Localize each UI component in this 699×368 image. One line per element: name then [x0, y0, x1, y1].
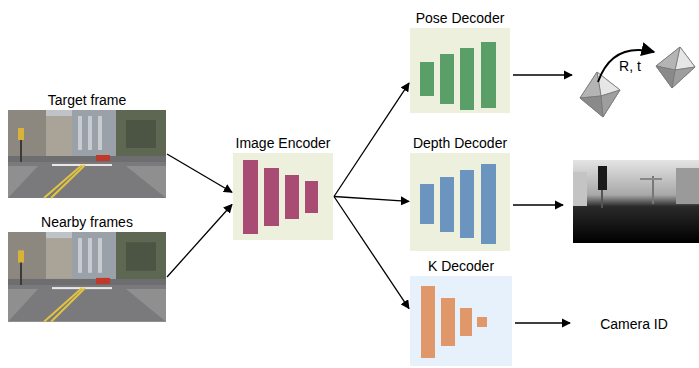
node-heading: K Decoder: [428, 258, 494, 275]
pose-panel: [410, 28, 510, 113]
pose-layers: [420, 42, 496, 110]
flow-arrow: [334, 197, 409, 202]
output-arrows: [513, 75, 572, 323]
node-heading: Target frame: [48, 92, 127, 109]
decoder-box: Pose Decoder: [410, 28, 510, 113]
encoder-panel: [233, 153, 333, 240]
flow-arrow: [167, 154, 232, 192]
photo-frame: Target frame: [8, 110, 166, 198]
rotation-arrow: [598, 50, 654, 82]
decoder-box: K Decoder: [410, 276, 512, 366]
k-panel: [410, 276, 512, 366]
node-heading: Pose Decoder: [416, 10, 505, 27]
depth-map: [573, 160, 699, 243]
pose-cube-b: [656, 47, 695, 88]
target-photo: [8, 110, 166, 198]
flow-arrow: [167, 205, 232, 277]
flow-arrow: [334, 83, 409, 196]
node-heading: Nearby frames: [41, 214, 133, 231]
rotation-label: R, t: [619, 58, 641, 75]
nearby-photo: [8, 232, 166, 322]
node-heading: Depth Decoder: [413, 135, 507, 152]
decoder-box: Depth Decoder: [410, 153, 510, 251]
node-heading: Image Encoder: [236, 135, 331, 152]
depth-panel: [410, 153, 510, 251]
encoder-layers: [243, 160, 318, 234]
output-label: Camera ID: [600, 316, 668, 333]
depth-layers: [420, 164, 496, 244]
photo-frame: Nearby frames: [8, 232, 166, 322]
flow-arrow: [334, 197, 409, 309]
k-layers: [421, 286, 487, 358]
encoder-box: Image Encoder: [233, 153, 333, 240]
